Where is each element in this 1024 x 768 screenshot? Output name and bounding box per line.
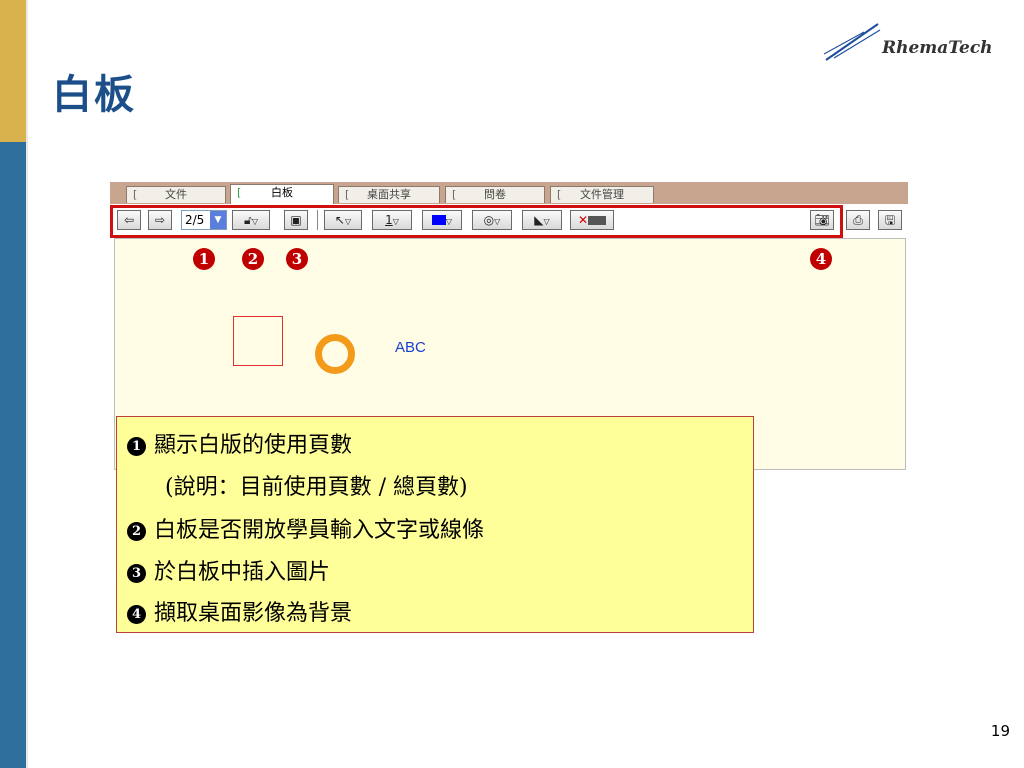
select-tool-button[interactable]: ↖▽ — [324, 210, 362, 230]
info-line: 2 白板是否開放學員輸入文字或線條 — [127, 512, 484, 544]
dropdown-arrow-icon: ▽ — [543, 217, 550, 226]
tab-label: 桌面共享 — [367, 188, 411, 201]
tab-document[interactable]: [ 文件 — [126, 186, 226, 203]
page-select-value: 2/5 — [185, 213, 205, 227]
slide-title: 白板 — [52, 71, 136, 118]
eraser-icon — [588, 216, 607, 225]
lock-icon: 🔓︎ — [244, 213, 252, 227]
marker-2: 2 — [242, 248, 264, 270]
line-width-icon: 1 — [385, 213, 393, 227]
tab-mark-icon: [ — [452, 188, 457, 201]
tab-file-management[interactable]: [ 文件管理 — [550, 186, 654, 203]
tab-bar: [ 文件 [ 白板 [ 桌面共享 [ 問卷 [ 文件管理 — [110, 182, 908, 205]
next-page-button[interactable]: ⇨ — [148, 210, 172, 230]
bullet-number: 3 — [127, 564, 146, 583]
info-line: (說明：目前使用頁數 / 總頁數) — [165, 469, 468, 501]
tab-label: 問卷 — [484, 188, 506, 201]
save-button[interactable]: 🖫︎ — [878, 210, 902, 230]
dropdown-arrow-icon: ▽ — [494, 217, 501, 226]
logo-swoosh-icon — [823, 23, 881, 61]
shape-tool-button[interactable]: ◎▽ — [472, 210, 512, 230]
save-icon: 🖫︎ — [884, 213, 896, 227]
info-line: 4 擷取桌面影像為背景 — [127, 595, 352, 627]
line-width-button[interactable]: 1▽ — [372, 210, 412, 230]
dropdown-arrow-icon: ▽ — [344, 217, 352, 226]
info-text: (說明：目前使用頁數 / 總頁數) — [165, 475, 468, 500]
capture-desktop-button[interactable]: 📷︎ — [810, 210, 834, 230]
canvas-circle[interactable] — [315, 334, 355, 374]
clear-board-button[interactable]: ✕ — [570, 210, 614, 230]
marker-3: 3 — [286, 248, 308, 270]
info-text: 擷取桌面影像為背景 — [154, 601, 353, 626]
arrow-right-icon: ⇨ — [154, 213, 166, 227]
info-line: 1 顯示白版的使用頁數 — [127, 427, 352, 459]
info-text: 顯示白版的使用頁數 — [154, 433, 353, 458]
left-divider — [26, 0, 28, 768]
tab-whiteboard[interactable]: [ 白板 — [230, 184, 334, 205]
info-text: 白板是否開放學員輸入文字或線條 — [154, 518, 485, 543]
canvas-rectangle[interactable] — [233, 316, 283, 366]
canvas-text[interactable]: ABC — [395, 339, 426, 356]
toolbar-divider — [317, 210, 318, 230]
page-number: 19 — [990, 722, 1010, 740]
image-icon: ▣ — [290, 213, 302, 227]
pointer-icon: ↖ — [334, 213, 345, 227]
tab-label: 文件 — [165, 188, 187, 201]
info-box: 1 顯示白版的使用頁數 (說明：目前使用頁數 / 總頁數) 2 白板是否開放學員輸入… — [116, 416, 754, 633]
info-line: 3 於白板中插入圖片 — [127, 554, 330, 586]
bullet-number: 4 — [127, 605, 146, 624]
paint-bucket-icon: ◣ — [534, 213, 544, 227]
arrow-left-icon: ⇦ — [123, 213, 135, 227]
chevron-down-icon: ▼ — [210, 211, 226, 229]
tab-mark-icon: [ — [557, 188, 562, 201]
print-button[interactable]: ⎙ — [846, 210, 870, 230]
fill-tool-button[interactable]: ◣▽ — [522, 210, 562, 230]
color-picker-button[interactable]: ▽ — [422, 210, 462, 230]
marker-1: 1 — [193, 248, 215, 270]
bullet-number: 1 — [127, 437, 146, 456]
color-swatch-icon — [431, 215, 446, 225]
tab-survey[interactable]: [ 問卷 — [445, 186, 545, 203]
dropdown-arrow-icon: ▽ — [392, 217, 399, 226]
printer-icon: ⎙ — [853, 213, 863, 227]
toolbar-highlight-frame — [110, 205, 843, 238]
tab-mark-icon: [ — [345, 188, 350, 201]
page-select[interactable]: 2/5 ▼ — [181, 210, 227, 230]
left-gold-bar — [0, 0, 26, 142]
prev-page-button[interactable]: ⇦ — [117, 210, 141, 230]
rhematech-logo: RhemaTech — [822, 20, 1002, 70]
left-blue-bar — [0, 142, 26, 768]
tab-desktop-share[interactable]: [ 桌面共享 — [338, 186, 440, 203]
close-icon: ✕ — [577, 213, 589, 227]
dropdown-arrow-icon: ▽ — [445, 217, 453, 226]
tab-label: 白板 — [271, 186, 293, 199]
tab-mark-icon: [ — [237, 186, 242, 199]
tab-mark-icon: [ — [133, 188, 138, 201]
logo-text: RhemaTech — [882, 38, 993, 58]
insert-image-button[interactable]: ▣ — [284, 210, 308, 230]
camera-icon: 📷︎ — [814, 213, 830, 227]
bullet-number: 2 — [127, 522, 146, 541]
lock-toggle-button[interactable]: 🔓︎▽ — [232, 210, 270, 230]
dropdown-arrow-icon: ▽ — [251, 217, 258, 226]
tab-label: 文件管理 — [580, 188, 624, 201]
info-text: 於白板中插入圖片 — [154, 560, 331, 585]
marker-4: 4 — [810, 248, 832, 270]
shape-icon: ◎ — [483, 213, 495, 227]
